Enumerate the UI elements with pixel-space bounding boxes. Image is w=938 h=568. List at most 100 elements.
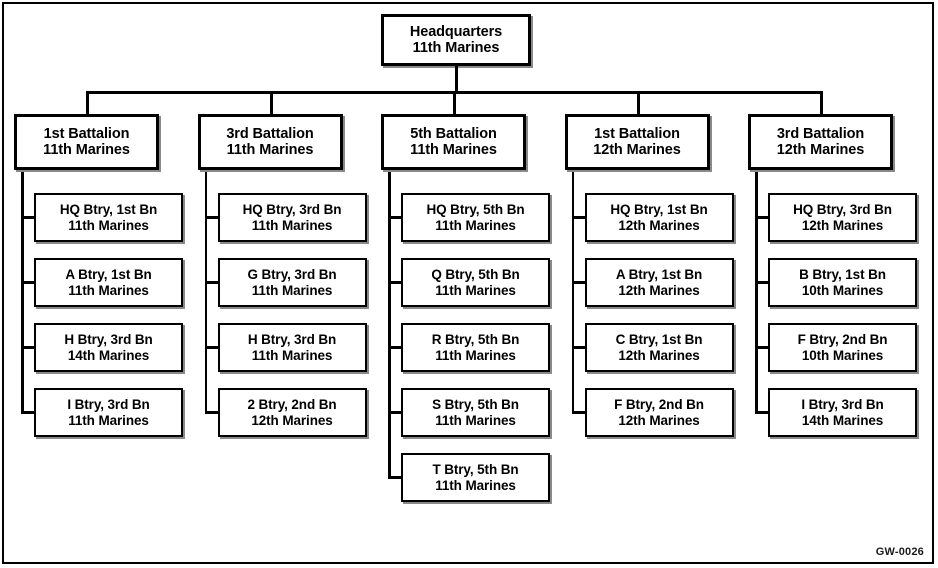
node-line-1: 2 Btry, 2nd Bn xyxy=(247,397,337,413)
node-line-2: 11th Marines xyxy=(68,282,149,298)
connector-stub-3-4 xyxy=(388,411,402,414)
connector-spine-1 xyxy=(21,170,24,414)
node-line-1: G Btry, 3rd Bn xyxy=(247,267,337,283)
node-line-1: HQ Btry, 1st Bn xyxy=(610,202,708,218)
connector-hq-drop xyxy=(454,66,458,94)
connector-battalion-drop-2 xyxy=(269,91,273,114)
connector-stub-4-3 xyxy=(571,346,586,349)
node-line-2: 10th Marines xyxy=(801,282,884,298)
node-line-1: I Btry, 3rd Bn xyxy=(67,397,150,413)
node-line-1: C Btry, 1st Bn xyxy=(615,332,703,348)
connector-stub-4-2 xyxy=(571,281,586,284)
connector-battalion-drop-3 xyxy=(453,91,456,114)
connector-spine-2 xyxy=(204,170,207,414)
connector-stub-1-1 xyxy=(21,216,35,219)
node-line-1: HQ Btry, 1st Bn xyxy=(59,202,158,218)
node-line-2: 11th Marines xyxy=(435,477,516,493)
connector-spine-4 xyxy=(571,170,574,414)
node-line-2: 11th Marines xyxy=(251,282,333,298)
node-line-2: 11th Marines xyxy=(226,142,314,158)
connector-stub-3-1 xyxy=(388,216,402,219)
node-line-1: S Btry, 5th Bn xyxy=(432,397,519,413)
node-line-2: 12th Marines xyxy=(593,142,681,158)
node-line-1: 1st Battalion xyxy=(43,125,130,142)
node-line-2: 11th Marines xyxy=(435,347,516,363)
node-line-1: HQ Btry, 5th Bn xyxy=(426,202,525,218)
connector-battalion-drop-5 xyxy=(820,91,823,114)
node-line-1: T Btry, 5th Bn xyxy=(432,462,519,478)
connector-stub-2-3 xyxy=(204,346,219,349)
node-line-2: 11th Marines xyxy=(435,412,516,428)
node-line-1: HQ Btry, 3rd Bn xyxy=(242,202,342,218)
connector-stub-1-3 xyxy=(21,346,35,349)
connector-stub-3-5 xyxy=(388,476,402,479)
connector-spine-3 xyxy=(388,170,391,479)
connector-stub-5-4 xyxy=(755,411,769,414)
node-line-1: I Btry, 3rd Bn xyxy=(801,397,884,413)
node-line-1: B Btry, 1st Bn xyxy=(799,267,886,283)
connector-stub-1-4 xyxy=(21,411,35,414)
node-line-1: Headquarters xyxy=(409,23,503,40)
node-line-2: 12th Marines xyxy=(801,217,884,233)
figure-id-label: GW-0026 xyxy=(875,546,924,558)
node-line-1: 3rd Battalion xyxy=(776,125,865,142)
connector-stub-3-3 xyxy=(388,346,402,349)
connector-stub-2-1 xyxy=(204,216,219,219)
node-line-1: HQ Btry, 3rd Bn xyxy=(793,202,892,218)
connector-battalion-drop-1 xyxy=(86,91,89,114)
node-line-2: 11th Marines xyxy=(435,282,516,298)
connector-stub-5-3 xyxy=(755,346,769,349)
node-line-2: 11th Marines xyxy=(412,40,500,56)
node-line-2: 14th Marines xyxy=(801,412,884,428)
connector-stub-4-1 xyxy=(571,216,586,219)
node-line-1: F Btry, 2nd Bn xyxy=(614,397,704,413)
node-line-1: H Btry, 3rd Bn xyxy=(64,332,153,348)
node-line-2: 12th Marines xyxy=(618,282,700,298)
node-line-2: 14th Marines xyxy=(67,347,150,363)
node-headquarters[interactable]: Headquarters 11th Marines xyxy=(381,14,531,66)
node-line-2: 12th Marines xyxy=(776,142,865,158)
node-line-2: 12th Marines xyxy=(618,412,700,428)
node-line-2: 12th Marines xyxy=(251,412,333,428)
node-line-1: 5th Battalion xyxy=(410,125,497,142)
connector-stub-2-4 xyxy=(204,411,219,414)
connector-stub-4-4 xyxy=(571,411,586,414)
connector-spine-5 xyxy=(755,170,758,414)
node-line-2: 12th Marines xyxy=(618,347,700,363)
node-line-2: 11th Marines xyxy=(251,217,333,233)
node-line-1: Q Btry, 5th Bn xyxy=(431,267,520,283)
node-line-1: 1st Battalion xyxy=(594,125,680,142)
node-line-1: 3rd Battalion xyxy=(226,125,314,142)
node-line-2: 11th Marines xyxy=(68,217,149,233)
node-line-2: 11th Marines xyxy=(68,412,149,428)
connector-stub-5-1 xyxy=(755,216,769,219)
node-line-2: 12th Marines xyxy=(618,217,700,233)
